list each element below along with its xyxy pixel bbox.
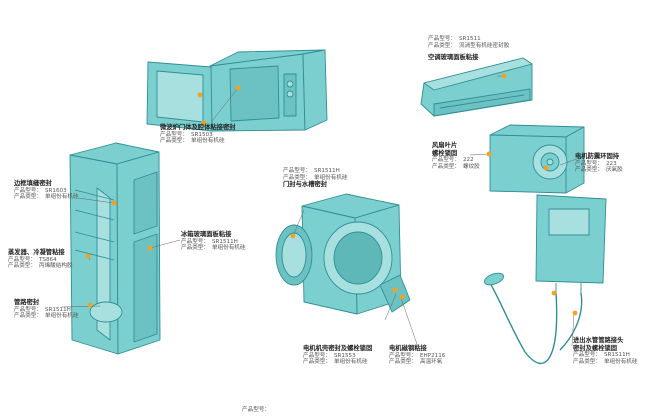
annotation-title: 微波炉门体及腔体粘接密封 [160,124,236,131]
model-label: 产品型号： [8,256,36,263]
annotation-title-line1: 风扇叶片 [432,142,458,149]
water-pipe-annotation: 进出水管管路接头 密封及螺栓锁固 产品型号：SR1511H 产品类型：单组份有机… [573,337,638,366]
model-label: 产品型号： [573,352,601,359]
air-conditioner-illustration [420,57,533,117]
bottom-caption: 产品型号： [242,407,270,413]
motor-housing-annotation: 电机机壳密封及螺栓锁固 产品型号：SR1553 产品类型：单组份有机硅 [303,345,372,366]
washer-door-annotation: 产品型号：SR1511H 产品类型：单组份有机硅 门封与水槽密封 [283,168,348,189]
water-heater-illustration [535,194,607,293]
type-value: 单组份有机硅 [313,174,348,181]
type-value: 单组份有机硅 [44,194,79,201]
application-dots [85,73,578,316]
model-value: TS864 [38,256,57,263]
model-label: 产品型号： [14,306,42,313]
type-value: 单组份有机硅 [211,245,246,252]
type-value: 螺纹胶 [462,163,480,170]
type-label: 产品类型： [283,174,311,181]
annotation-title: 冰箱玻璃面板粘接 [181,231,232,238]
type-label: 产品类型： [389,359,417,366]
annotation-title: 电机磁钢粘接 [389,345,427,352]
annotation-title: 电机防震环固持 [575,153,620,160]
annotation-title: 边框填缝密封 [14,180,52,187]
type-label: 产品类型： [432,163,460,170]
type-value: 丙烯酸结构胶 [38,263,73,270]
type-label: 产品类型： [160,138,188,145]
type-value: 厌氧胶 [605,167,623,174]
type-label: 产品类型： [181,245,209,252]
type-value: 流淌型有机硅密封胶 [458,42,510,49]
type-label: 产品类型： [303,359,331,366]
model-value: SR1511H [313,168,340,174]
model-value: SR1553 [333,352,356,359]
annotation-title-line2: 螺栓锁固 [432,149,458,157]
motor-vibration-annotation: 电机防震环固持 产品型号：223 产品类型：厌氧胶 [575,153,623,174]
annotation-title: 管路密封 [14,299,40,306]
model-label: 产品型号： [575,160,603,167]
model-value: 222 [462,157,474,164]
type-value: 单组份有机硅 [190,138,225,145]
annotation-title-line2: 密封及螺栓锁固 [573,344,618,352]
type-label: 产品类型： [573,358,601,365]
model-value: SR1503 [190,131,213,138]
model-label: 产品型号： [160,131,188,138]
fridge-edge-annotation: 边框填缝密封 产品型号：SR1603 产品类型：单组份有机硅 [14,180,79,201]
evaporator-annotation: 蒸发器、冷凝管粘接 产品型号：TS864 产品类型：丙烯酸结构胶 [8,249,73,270]
model-label: 产品型号： [303,352,331,359]
type-value: 单组份有机硅 [333,359,368,366]
annotation-title: 蒸发器、冷凝管粘接 [8,249,65,256]
model-label: 产品型号： [428,36,456,42]
fridge-glass-annotation: 冰箱玻璃面板粘接 产品型号：SR1511H 产品类型：单组份有机硅 [181,231,246,252]
motor-steel-annotation: 电机磁钢粘接 产品型号：EHP2116 产品类型：高温环氧 [389,345,445,366]
fan-unit-illustration [489,124,585,194]
annotation-title-line1: 进出水管管路接头 [573,337,624,344]
type-value: 单组份有机硅 [44,313,79,320]
model-label: 产品型号： [181,238,209,245]
microwave-annotation: 微波炉门体及腔体粘接密封 产品型号：SR1503 产品类型：单组份有机硅 [160,124,236,145]
type-label: 产品类型： [8,263,36,270]
fan-blade-annotation: 风扇叶片 螺栓锁固 产品型号：222 产品类型：螺纹胶 [432,142,480,171]
pipe-seal-annotation: 管路密封 产品型号：SR1511H 产品类型：单组份有机硅 [14,299,79,320]
annotation-title: 空调玻璃面板粘接 [428,54,479,62]
type-label: 产品类型： [575,167,603,174]
annotation-title: 电机机壳密封及螺栓锁固 [303,345,373,352]
shower-hose-illustration [489,282,583,364]
type-label: 产品类型： [428,42,456,49]
model-value: SR1511H [44,306,71,313]
model-value: SR1511 [458,36,481,42]
model-label: 产品型号： [283,168,311,174]
model-label: 产品型号： [389,352,417,359]
model-value: SR1603 [44,187,67,194]
type-label: 产品类型： [14,194,42,201]
model-value: 223 [605,160,617,167]
model-value: EHP2116 [419,352,446,359]
washing-machine-illustration [275,193,411,315]
air-conditioner-annotation: 产品型号：SR1511 产品类型：流淌型有机硅密封胶 空调玻璃面板粘接 [428,36,509,62]
type-value: 高温环氧 [419,359,443,366]
model-value: SR1511H [603,352,630,359]
type-label: 产品类型： [14,313,42,320]
type-value: 单组份有机硅 [603,358,638,365]
refrigerator-illustration [69,142,161,355]
microwave-illustration [146,49,328,132]
model-label: 产品型号： [432,157,460,164]
annotation-title: 门封与水槽密封 [283,181,328,189]
model-label: 产品型号： [14,187,42,194]
model-value: SR1511H [211,238,238,245]
